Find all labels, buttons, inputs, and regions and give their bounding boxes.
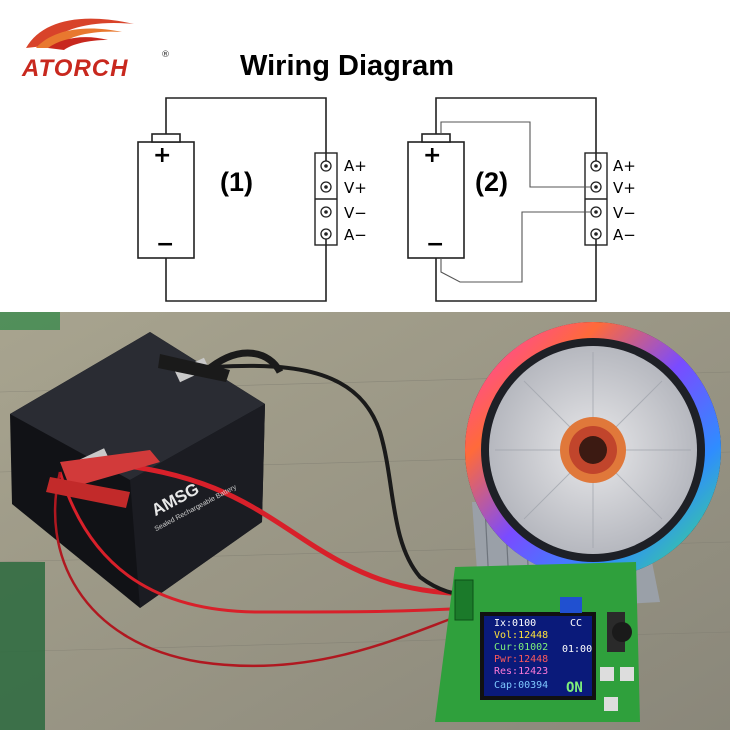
battery-1-body bbox=[137, 141, 195, 259]
diagram-2-label: (2) bbox=[475, 167, 508, 197]
battery-2-cap bbox=[421, 133, 451, 143]
lcd-current-reading: Cur:01002 bbox=[494, 642, 549, 653]
terminal-2-label-a-minus: A− bbox=[613, 226, 636, 244]
lcd-capacity-reading: Cap:00394 bbox=[494, 680, 549, 691]
battery-1-minus-label: − bbox=[156, 232, 175, 257]
sense-wire-2-negative bbox=[440, 211, 591, 283]
trademark-mark: ® bbox=[161, 50, 170, 60]
atorch-flame-logo-icon bbox=[26, 18, 134, 50]
battery-2-minus-label: − bbox=[426, 232, 445, 257]
battery-2-plus-label: + bbox=[423, 143, 442, 168]
wiring-diagram-1 bbox=[137, 97, 608, 302]
terminal-2-label-v-plus: V+ bbox=[613, 179, 636, 197]
load-tester-board-photo bbox=[435, 562, 640, 722]
battery-2-body bbox=[407, 141, 465, 259]
battery-1-cap bbox=[151, 133, 181, 143]
lcd-voltage-reading: Vol:12448 bbox=[494, 630, 549, 641]
wire-1-negative bbox=[165, 239, 327, 302]
wire-2-negative bbox=[435, 239, 597, 302]
terminal-1-label-a-minus: A− bbox=[344, 226, 367, 244]
black-wire-photo bbox=[214, 363, 471, 598]
terminal-1-label-v-minus: V− bbox=[344, 204, 367, 222]
product-photo bbox=[0, 312, 730, 730]
terminal-1-v-plus bbox=[320, 181, 332, 193]
page-title: Wiring Diagram bbox=[240, 50, 455, 82]
terminal-1-label-v-plus: V+ bbox=[344, 179, 367, 197]
diagram-1-label: (1) bbox=[220, 167, 253, 197]
wire-1-positive bbox=[165, 97, 327, 161]
red-wire-photo bbox=[94, 459, 471, 597]
battery-1-plus-label: + bbox=[153, 143, 172, 168]
terminal-1-label-a-plus: A+ bbox=[344, 157, 367, 175]
cooling-fan-photo bbox=[465, 322, 721, 612]
lcd-timer: 01:00 bbox=[562, 644, 593, 655]
terminal-2-label-a-plus: A+ bbox=[613, 157, 636, 175]
terminal-1-v-minus bbox=[320, 206, 332, 218]
terminal-2-label-v-minus: V− bbox=[613, 204, 636, 222]
brand-logo-text: ATORCH bbox=[22, 55, 129, 82]
sense-wire-2-positive bbox=[440, 121, 591, 188]
lcd-resistance-reading: Res:12423 bbox=[494, 666, 549, 677]
lcd-power-reading: Pwr:12448 bbox=[494, 654, 549, 665]
lcd-state: ON bbox=[566, 680, 583, 696]
lcd-top-reading: Ix:0100 bbox=[494, 618, 537, 629]
wire-2-positive bbox=[435, 97, 597, 161]
lcd-mode: CC bbox=[570, 618, 583, 629]
